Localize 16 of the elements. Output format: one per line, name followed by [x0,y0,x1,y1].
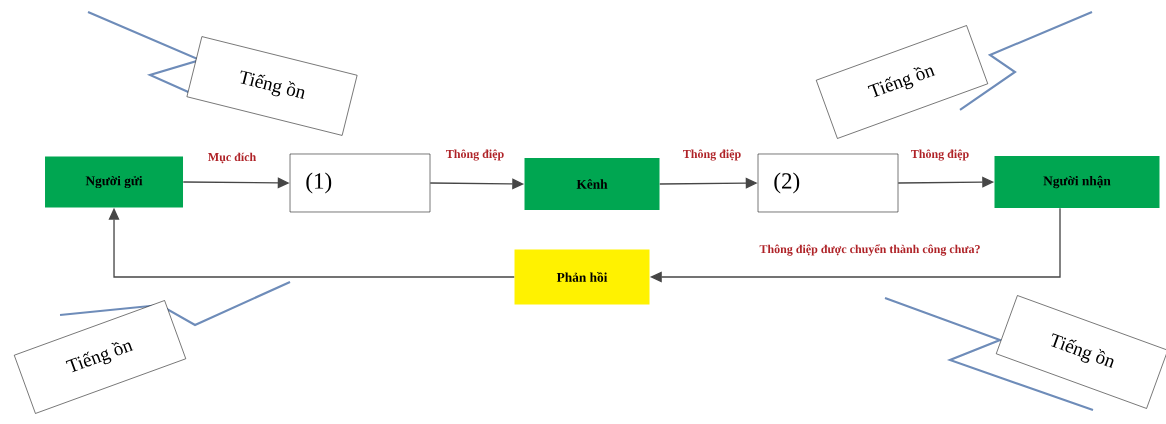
feedback-box: Phản hồi [514,249,650,305]
process-box: Kênh [524,158,660,210]
process-box: Người gửi [45,156,183,208]
edge-label: Thông điệp được chuyển thành công chưa? [758,242,982,257]
noise-box: Tiếng ồn [186,36,358,136]
node-label: Tiếng ồn [1051,333,1114,369]
noise-box: Tiếng ồn [13,300,187,414]
process-box: Người nhận [994,156,1160,208]
process-box: (1) [289,153,431,213]
edge-label: Thông điệp [909,148,971,162]
edge-label: Thông điệp [444,148,506,162]
edge-label: Mục đích [206,151,258,165]
edge-label: Thông điệp [681,148,743,162]
noise-box: Tiếng ồn [815,25,989,139]
process-box: (2) [757,153,899,213]
noise-box: Tiếng ồn [995,295,1166,409]
